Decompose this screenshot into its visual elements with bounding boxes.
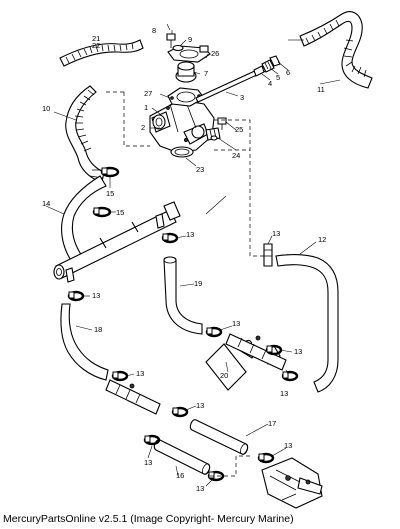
copyright-footer: MercuryPartsOnline v2.5.1 (Image Copyrig…: [3, 513, 294, 525]
clamp-13-c[interactable]: [205, 326, 223, 338]
hose-17[interactable]: [189, 419, 249, 456]
clamp-13-f[interactable]: [281, 370, 299, 382]
washer-2[interactable]: [210, 135, 218, 141]
label-8: 8: [152, 26, 156, 35]
label-1: 1: [144, 103, 148, 112]
label-15-mid: 15: [116, 208, 124, 217]
label-3: 3: [240, 93, 244, 102]
clamp-15-mid[interactable]: [92, 206, 112, 218]
fitting-4[interactable]: [253, 65, 265, 77]
clamp-13-a[interactable]: [161, 232, 179, 244]
label-20: 20: [220, 371, 228, 380]
label-13-g: 13: [196, 401, 204, 410]
label-21: 21: [92, 34, 100, 43]
label-13-a: 13: [186, 230, 194, 239]
clamp-13-e[interactable]: [111, 370, 129, 382]
label-13-f: 13: [280, 389, 288, 398]
hose-10[interactable]: [65, 85, 105, 183]
hose-18[interactable]: [60, 303, 109, 381]
label-11: 11: [317, 85, 325, 94]
thermostat-7[interactable]: [175, 61, 197, 83]
label-26: 26: [211, 49, 219, 58]
hose-19[interactable]: [163, 256, 203, 335]
label-13-d: 13: [294, 347, 302, 356]
gasket-23[interactable]: [170, 146, 194, 158]
label-25: 25: [235, 125, 243, 134]
fitting-6[interactable]: [269, 55, 281, 67]
clamp-13-b[interactable]: [67, 290, 85, 302]
label-17: 17: [268, 419, 276, 428]
label-14: 14: [42, 199, 50, 208]
label-13-j: 13: [196, 484, 204, 493]
label-13-e: 13: [136, 369, 144, 378]
fitting-13-right[interactable]: [263, 243, 273, 267]
label-4: 4: [268, 79, 272, 88]
distribution-pipe[interactable]: [53, 201, 181, 283]
clamp-13-i[interactable]: [257, 452, 275, 464]
label-13-c: 13: [232, 319, 240, 328]
label-10: 10: [42, 104, 50, 113]
connector-left[interactable]: [105, 379, 161, 415]
hose-21-22[interactable]: [59, 39, 144, 67]
label-2: 2: [141, 123, 145, 132]
plug-25[interactable]: [217, 117, 227, 130]
thermostat-housing[interactable]: [149, 99, 215, 153]
label-13-h: 13: [144, 458, 152, 467]
parts-diagram: 8 9 21 22 26 7 27 1 2 3 4 5 6 11 10 25 2…: [42, 11, 373, 509]
label-12: 12: [318, 235, 326, 244]
hose-12[interactable]: [275, 254, 339, 393]
clamp-13-h[interactable]: [143, 434, 161, 446]
label-19: 19: [194, 279, 202, 288]
label-5: 5: [276, 73, 280, 82]
label-6: 6: [286, 68, 290, 77]
label-13-i: 13: [284, 441, 292, 450]
dashed-guides: [104, 91, 264, 477]
leader-lines: [45, 23, 341, 487]
pump-block[interactable]: [261, 457, 323, 509]
label-16: 16: [176, 471, 184, 480]
label-13-right: 13: [272, 229, 280, 238]
label-23: 23: [196, 165, 204, 174]
hose-16[interactable]: [153, 439, 211, 476]
clamp-15-top[interactable]: [100, 166, 120, 178]
screw-8[interactable]: [166, 33, 176, 48]
hose-11[interactable]: [299, 11, 373, 89]
part-labels: 8 9 21 22 26 7 27 1 2 3 4 5 6 11 10 25 2…: [42, 26, 326, 493]
label-24: 24: [232, 151, 240, 160]
label-18: 18: [94, 325, 102, 334]
washer-9[interactable]: [172, 44, 184, 52]
clamp-13-j[interactable]: [207, 470, 225, 482]
label-15-top: 15: [106, 189, 114, 198]
label-27: 27: [144, 89, 152, 98]
label-22: 22: [92, 41, 100, 50]
clamp-13-g[interactable]: [171, 406, 189, 418]
label-13-b: 13: [92, 291, 100, 300]
label-9: 9: [188, 35, 192, 44]
label-7: 7: [204, 69, 208, 78]
